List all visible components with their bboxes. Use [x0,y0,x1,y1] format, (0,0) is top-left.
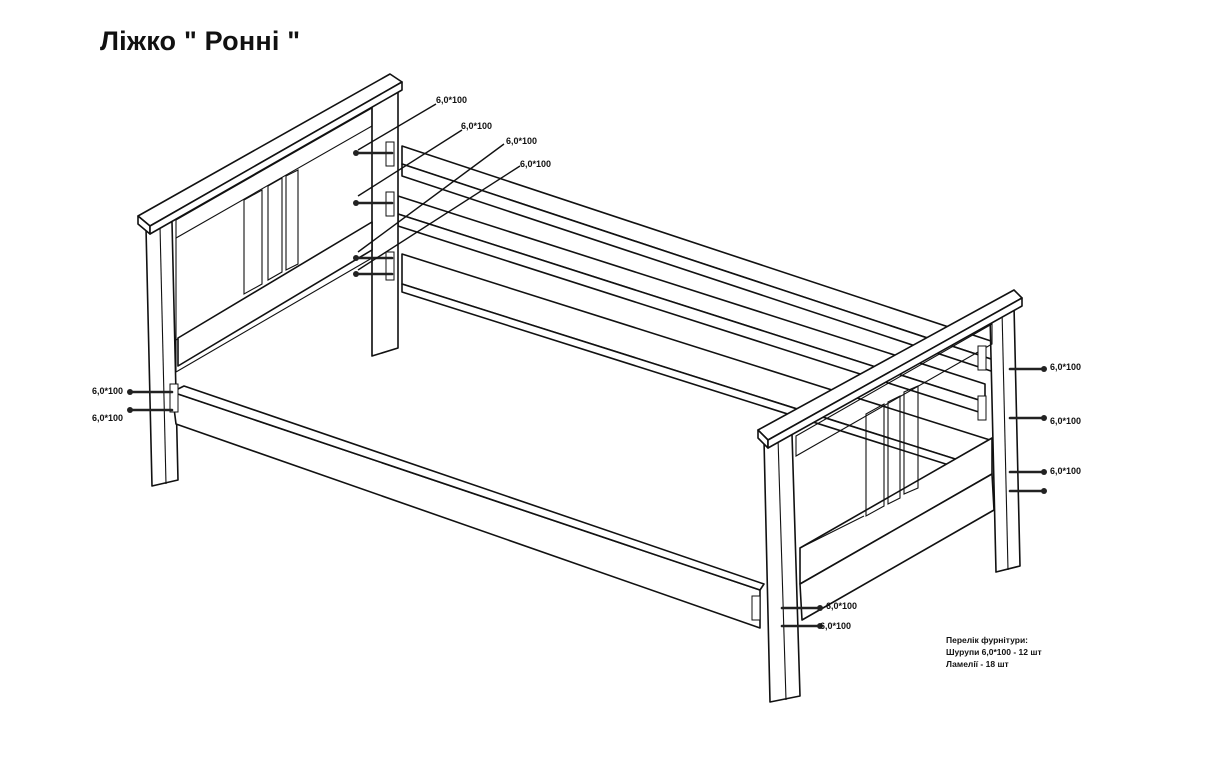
hardware-list-item: Ламелії - 18 шт [946,659,1009,669]
diagram-title: Ліжко " Ронні " [100,26,301,56]
screw-label: 6,0*100 [826,601,857,611]
screw-label: 6,0*100 [461,121,492,131]
hardware-list: Перелік фурнітури: Шурупи 6,0*100 - 12 ш… [946,634,1042,670]
screws [127,150,1047,629]
screw-label: 6,0*100 [1050,466,1081,476]
screw-label: 6,0*100 [1050,362,1081,372]
screw-label: 6,0*100 [92,386,123,396]
screw-label: 6,0*100 [92,413,123,423]
screw-label: 6,0*100 [820,621,851,631]
screw-label: 6,0*100 [520,159,551,169]
footboard [757,289,1023,703]
screw-label: 6,0*100 [1050,416,1081,426]
rear-long-rail [401,145,1001,375]
screw-labels: 6,0*100 6,0*100 6,0*100 6,0*100 6,0*100 … [92,95,1081,631]
front-side-rail [171,385,765,629]
screw-label: 6,0*100 [506,136,537,146]
hardware-list-heading: Перелік фурнітури: [946,635,1028,645]
leader-lines [357,103,521,271]
screw-label: 6,0*100 [436,95,467,105]
hardware-list-item: Шурупи 6,0*100 - 12 шт [946,647,1042,657]
